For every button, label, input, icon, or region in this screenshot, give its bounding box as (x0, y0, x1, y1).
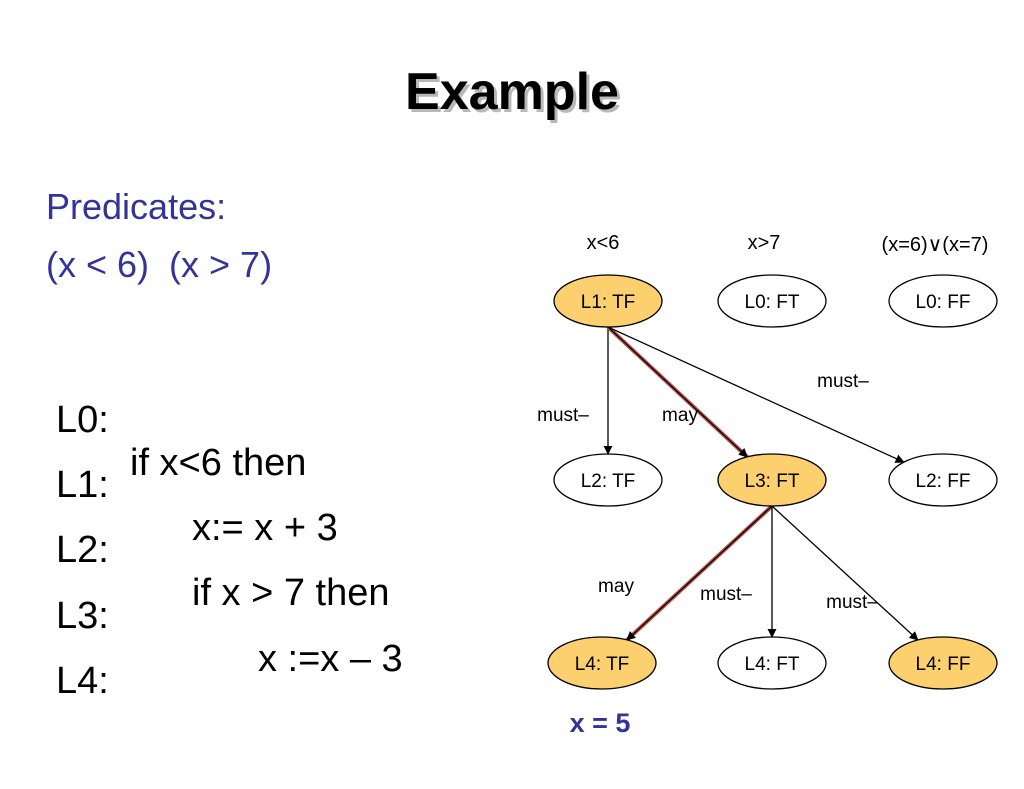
code-line-l0: L0: if x<6 then (56, 356, 306, 528)
may-edge-l3ft-l4tf (626, 505, 773, 641)
state-node-ellipse (717, 453, 827, 507)
state-node-l4tf: L4: TF (547, 636, 657, 690)
state-node-label: L2: TF (581, 471, 636, 492)
edge-label: must– (817, 371, 869, 392)
column-header-x-lt-6: x<6 (586, 232, 620, 254)
state-node-label: L0: FT (745, 292, 800, 313)
code-line-statement: if x > 7 then (192, 572, 390, 614)
code-line-label: L2: (56, 529, 109, 571)
code-line-statement: x:= x + 3 (192, 507, 338, 549)
state-node-ellipse (888, 274, 998, 328)
edge-label: may (598, 576, 634, 597)
must-edge-l1tf-l2ff (607, 326, 905, 463)
state-node-l0ft: L0: FT (717, 274, 827, 328)
state-node-label: L2: FF (916, 471, 971, 492)
state-node-l4ff: L4: FF (888, 636, 998, 690)
result-value: x = 5 (569, 708, 631, 738)
state-node-ellipse (553, 453, 663, 507)
state-node-label: L4: TF (575, 654, 630, 675)
column-header-x-eq-6-or-7: (x=6)∨(x=7) (881, 234, 989, 256)
code-line-label: L3: (56, 595, 109, 637)
state-node-l2tf: L2: TF (553, 453, 663, 507)
predicates-list: (x < 6) (x > 7) (46, 244, 273, 285)
state-node-ellipse (717, 636, 827, 690)
must-edge-l3ft-l4ff (771, 505, 919, 641)
state-node-l3ft: L3: FT (717, 453, 827, 507)
state-node-l4ft: L4: FT (717, 636, 827, 690)
code-line-l4: L4: (56, 617, 109, 789)
state-node-ellipse (717, 274, 827, 328)
code-line-l2: L2: if x > 7 then (56, 486, 390, 658)
code-line-statement: if x<6 then (130, 442, 307, 484)
code-line-statement: x :=x – 3 (258, 638, 403, 680)
edge-label: may (662, 405, 698, 426)
state-node-label: L0: FF (916, 292, 971, 313)
may-edge-l1tf-l3ft (607, 326, 748, 458)
predicates-label: Predicates: (46, 186, 227, 227)
state-node-l0ff: L0: FF (888, 274, 998, 328)
abstract-state-graph: must– may must– may must– must– L1: TF L0: FT L0… (537, 274, 998, 690)
slide-title: Example (405, 63, 619, 121)
code-line-label: L4: (56, 660, 109, 702)
state-node-ellipse (547, 636, 657, 690)
state-node-label: L4: FF (916, 654, 971, 675)
edge-label: must– (826, 592, 878, 613)
edge-label: must– (700, 584, 752, 605)
state-node-l1tf: L1: TF (553, 274, 663, 328)
code-line-l3: L3: x :=x – 3 (56, 552, 403, 724)
column-header-x-gt-7: x>7 (747, 232, 781, 254)
state-node-label: L4: FT (745, 654, 800, 675)
state-node-ellipse (553, 274, 663, 328)
code-line-label: L1: (56, 464, 109, 506)
state-node-ellipse (888, 453, 998, 507)
state-node-label: L1: TF (581, 292, 636, 313)
state-node-ellipse (888, 636, 998, 690)
state-node-label: L3: FT (745, 471, 800, 492)
edge-label: must– (537, 405, 589, 426)
code-line-l1: L1: x:= x + 3 (56, 421, 338, 593)
code-line-label: L0: (56, 399, 109, 441)
state-node-l2ff: L2: FF (888, 453, 998, 507)
